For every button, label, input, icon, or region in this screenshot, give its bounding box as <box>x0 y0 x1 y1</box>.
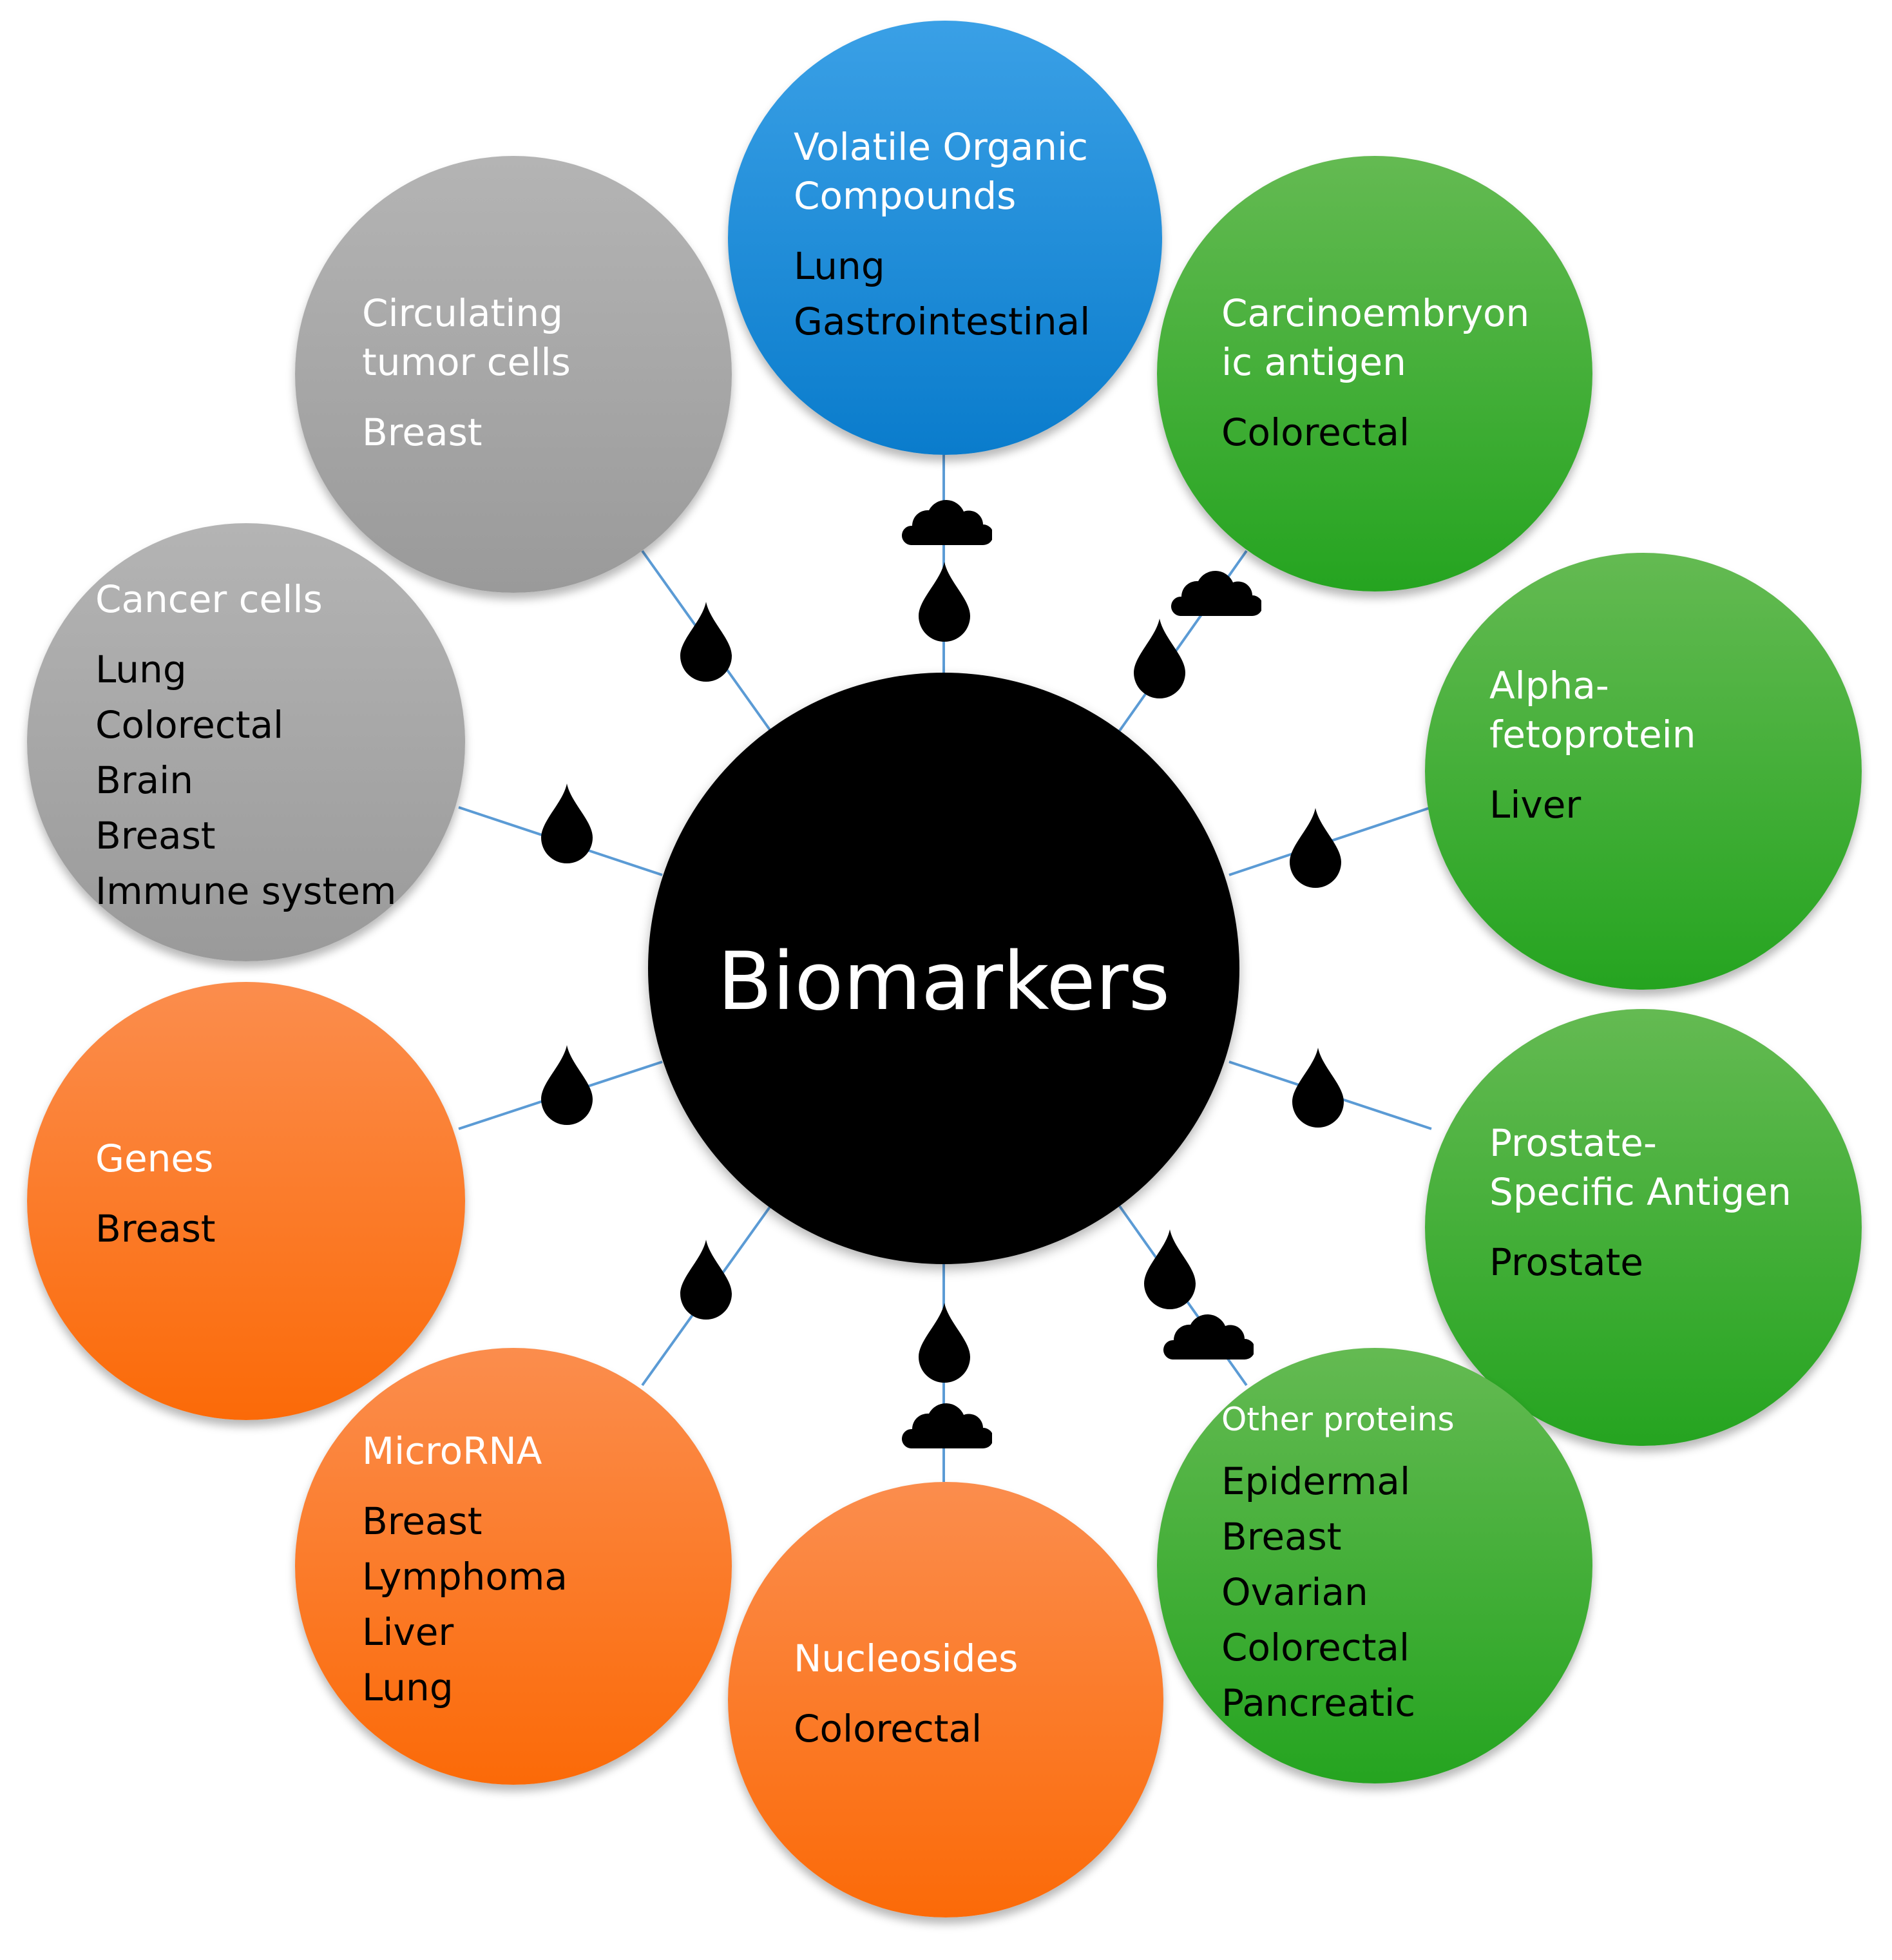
node-item: Immune system <box>95 869 397 913</box>
blood-drop-icon <box>1292 1048 1344 1128</box>
node-item: Pancreatic <box>1221 1681 1416 1725</box>
node-item: Colorectal <box>1221 410 1410 454</box>
node-item: Breast <box>362 410 483 454</box>
node-alpha-fetoprotein: Alpha- fetoprotein Liver <box>1425 553 1862 990</box>
blood-drop-icon <box>919 562 970 642</box>
node-item: Lung <box>794 244 885 288</box>
node-title: Carcinoembryon ic antigen <box>1221 291 1530 384</box>
blood-drop-icon <box>541 783 593 863</box>
node-item: Colorectal <box>1221 1626 1410 1669</box>
node-item: Breast <box>95 1207 216 1251</box>
node-item: Gastrointestinal <box>794 300 1091 343</box>
node-item: Lung <box>362 1666 454 1709</box>
center-node: Biomarkers <box>648 673 1239 1264</box>
blood-drop-icon <box>1134 619 1185 698</box>
node-nucleosides: Nucleosides Colorectal <box>728 1482 1163 1917</box>
node-title: Volatile Organic Compounds <box>794 125 1089 218</box>
node-item: Epidermal <box>1221 1459 1411 1503</box>
node-item: Prostate <box>1489 1240 1643 1284</box>
node-item: Lymphoma <box>362 1555 568 1599</box>
blood-drop-icon <box>1290 808 1341 888</box>
node-item: Lung <box>95 648 187 691</box>
node-item: Colorectal <box>794 1707 982 1751</box>
node-item: Liver <box>1489 783 1581 827</box>
node-title: Circulating tumor cells <box>362 291 571 384</box>
breath-cloud-icon <box>1163 1314 1254 1360</box>
node-prostate-specific-antigen: Prostate- Specific Antigen Prostate <box>1425 1009 1862 1446</box>
center-title: Biomarkers <box>717 936 1171 1028</box>
blood-drop-icon <box>680 1240 732 1320</box>
node-cancer-cells: Cancer cells Lung Colorectal Brain Breas… <box>27 523 465 961</box>
node-carcinoembryonic-antigen: Carcinoembryon ic antigen Colorectal <box>1157 156 1592 591</box>
node-title: Prostate- Specific Antigen <box>1489 1121 1792 1214</box>
breath-cloud-icon <box>1171 571 1261 616</box>
node-item: Ovarian <box>1221 1570 1368 1614</box>
node-title: Alpha- fetoprotein <box>1489 664 1696 756</box>
node-item: Breast <box>362 1499 483 1543</box>
node-volatile-organic-compounds: Volatile Organic Compounds Lung Gastroin… <box>728 21 1162 455</box>
breath-cloud-icon <box>902 1403 992 1448</box>
blood-drop-icon <box>919 1303 970 1383</box>
node-other-proteins: Other proteins Epidermal Breast Ovarian … <box>1157 1348 1592 1783</box>
node-item: Colorectal <box>95 703 284 747</box>
node-title: MicroRNA <box>362 1429 542 1473</box>
node-item: Breast <box>1221 1515 1342 1559</box>
breath-cloud-icon <box>902 500 992 545</box>
blood-drop-icon <box>541 1045 593 1125</box>
node-item: Liver <box>362 1610 454 1654</box>
node-title: Genes <box>95 1137 214 1180</box>
node-title: Other proteins <box>1221 1401 1455 1438</box>
node-item: Breast <box>95 814 216 858</box>
node-microrna: MicroRNA Breast Lymphoma Liver Lung <box>295 1348 732 1785</box>
node-item: Brain <box>95 758 194 802</box>
node-genes: Genes Breast <box>27 982 465 1420</box>
node-circulating-tumor-cells: Circulating tumor cells Breast <box>295 156 732 593</box>
blood-drop-icon <box>680 602 732 682</box>
node-title: Nucleosides <box>794 1637 1018 1680</box>
blood-drop-icon <box>1144 1229 1196 1309</box>
node-title: Cancer cells <box>95 577 323 621</box>
